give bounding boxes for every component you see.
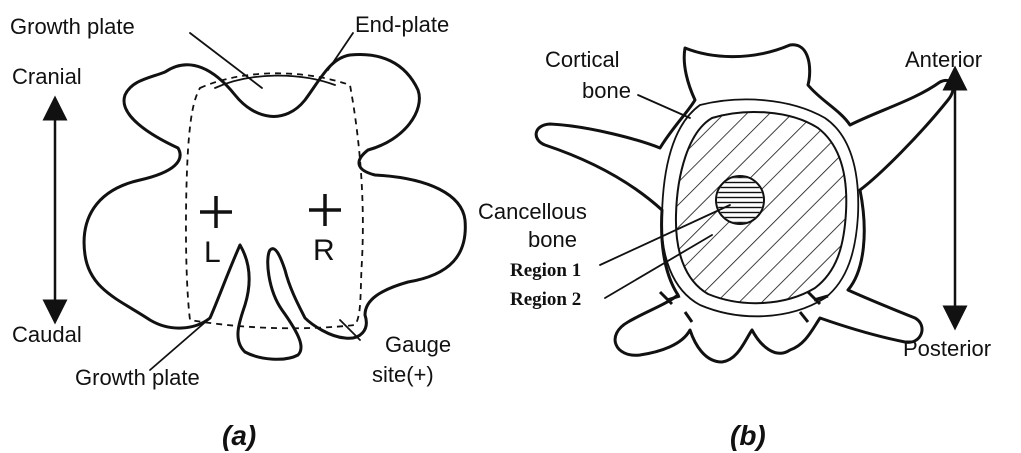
label-posterior: Posterior xyxy=(903,336,991,361)
marker-r: R xyxy=(313,234,335,267)
label-cortical-line1: Cortical xyxy=(545,47,620,72)
vertebra-a-outline xyxy=(84,54,465,359)
label-region-1: Region 1 xyxy=(510,260,581,281)
label-cancellous-line1: Cancellous xyxy=(478,199,587,224)
panel-a: L R Growth plate End-plate Cranial Cauda… xyxy=(10,12,465,451)
label-gauge-line2: site(+) xyxy=(372,362,434,387)
label-anterior: Anterior xyxy=(905,47,982,72)
marker-l: L xyxy=(204,236,221,269)
gauge-cross-right xyxy=(309,194,341,226)
label-growth-plate-bottom: Growth plate xyxy=(75,365,200,390)
label-end-plate: End-plate xyxy=(355,12,449,37)
panel-b: Cortical bone Cancellous bone Region 1 R… xyxy=(478,45,991,451)
gauge-marks-right xyxy=(800,292,828,322)
label-growth-plate-top: Growth plate xyxy=(10,14,135,39)
label-cancellous-line2: bone xyxy=(528,227,577,252)
label-gauge-line1: Gauge xyxy=(385,332,451,357)
vertebral-body-dashed-outline xyxy=(186,73,363,328)
leader-end-plate xyxy=(328,33,353,70)
leader-cortical xyxy=(638,95,690,118)
caption-a: (a) xyxy=(222,420,256,451)
region-1-fill xyxy=(717,177,763,223)
caption-b: (b) xyxy=(730,420,766,451)
label-cortical-line2: bone xyxy=(582,78,631,103)
label-caudal: Caudal xyxy=(12,322,82,347)
label-cranial: Cranial xyxy=(12,64,82,89)
gauge-cross-left xyxy=(200,196,232,228)
label-region-2: Region 2 xyxy=(510,289,581,310)
